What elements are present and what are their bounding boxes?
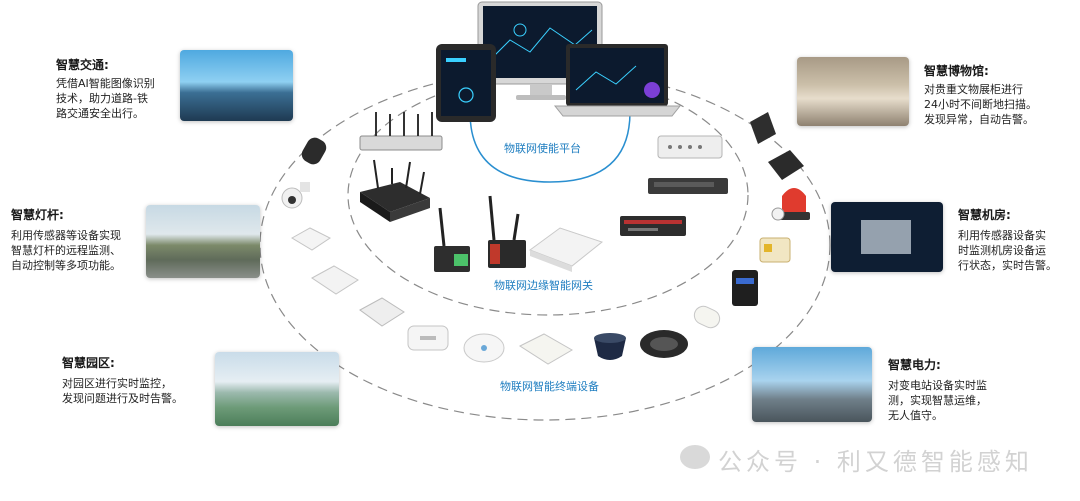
museum-desc: 对贵重文物展柜进行 24小时不间断地扫描。 发现异常，自动告警。	[924, 83, 1037, 126]
gateway-red-dtu-icon	[488, 195, 526, 268]
lamp-title: 智慧灯杆:	[11, 208, 64, 222]
lamp-desc: 利用传感器等设备实现 智慧灯杆的远程监测、 自动控制等多项功能。	[11, 229, 121, 272]
cylinder-sensor-icon	[693, 305, 721, 329]
gateway-ring-label: 物联网边缘智能网关	[494, 279, 593, 292]
server-desc: 利用传感器设备实 时监测机房设备运 行状态，实时告警。	[958, 229, 1057, 272]
gateway-white-box-icon	[657, 135, 723, 159]
laptop-icon	[553, 44, 682, 117]
smoke-detector-icon	[291, 227, 331, 251]
park-photo	[215, 352, 339, 426]
bracket-sensor-icon	[359, 297, 405, 327]
power-title: 智慧电力:	[888, 358, 941, 372]
traffic-title: 智慧交通:	[56, 58, 109, 72]
dome-camera-icon	[281, 182, 310, 209]
dark-sensor-icon	[594, 333, 626, 360]
platform-ring-label: 物联网使能平台	[504, 142, 581, 155]
power-desc: 对变电站设备实时监 测，实现智慧运维， 无人值守。	[888, 379, 987, 422]
gateway-router-rack-icon	[359, 112, 443, 151]
black-dome-icon	[640, 330, 688, 358]
gateway-black-box-icon	[360, 159, 430, 222]
round-sensor-icon	[463, 333, 505, 363]
ceiling-sensor-icon	[407, 325, 449, 351]
power-photo	[752, 347, 872, 422]
black-panel-icon	[732, 270, 758, 306]
door-sensor-icon	[311, 265, 359, 295]
server-room-photo	[831, 202, 943, 272]
lamp-photo	[146, 205, 260, 278]
park-desc: 对园区进行实时监控， 发现问题进行及时告警。	[62, 377, 183, 405]
gateway-white-ap-icon	[528, 227, 604, 272]
camera-tube-icon	[301, 137, 327, 165]
gateway-red-rack-icon	[620, 216, 686, 236]
dark-module-icon	[768, 150, 804, 180]
outer-dashed-ring	[259, 69, 831, 421]
park-title: 智慧园区:	[62, 356, 115, 370]
sensor-tag-icon	[750, 112, 776, 144]
inner-dashed-ring	[347, 74, 749, 316]
traffic-photo	[180, 50, 293, 121]
alarm-light-icon	[771, 188, 810, 221]
watermark-text: 公众号 · 利又德智能感知	[718, 448, 1033, 476]
traffic-desc: 凭借AI智能图像识别 技术，助力道路-铁 路交通安全出行。	[56, 77, 155, 120]
platform-blue-arc	[469, 111, 631, 183]
museum-photo	[797, 57, 909, 126]
tablet-icon	[436, 44, 496, 122]
cube-sensor-icon	[518, 333, 573, 365]
terminal-ring-label: 物联网智能终端设备	[500, 380, 599, 393]
yellow-sensor-icon	[759, 237, 791, 263]
museum-title: 智慧博物馆:	[924, 64, 989, 78]
wechat-icon	[680, 445, 710, 469]
server-title: 智慧机房:	[958, 208, 1011, 222]
gateway-green-dtu-icon	[434, 207, 470, 272]
gateway-switch-icon	[648, 178, 728, 194]
server-screen-map	[861, 220, 911, 254]
